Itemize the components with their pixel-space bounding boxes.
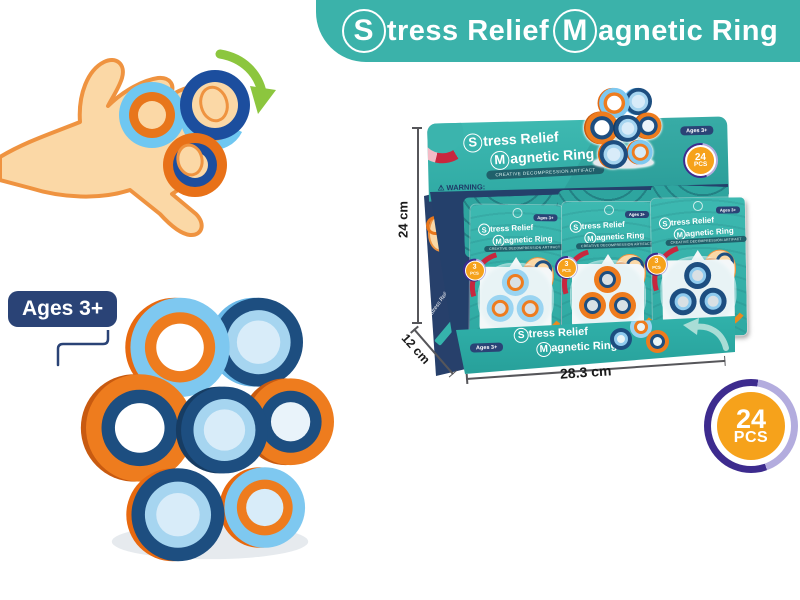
pcs-unit: PCS bbox=[562, 267, 571, 273]
height-dimension-label: 24 cm bbox=[395, 201, 411, 238]
packed-ring bbox=[594, 266, 621, 293]
box-top-rings-cluster bbox=[583, 87, 662, 169]
circled-initial-s: S bbox=[341, 9, 386, 53]
curved-arrow-icon bbox=[683, 318, 729, 351]
title-word2: agnetic Ring bbox=[598, 14, 779, 47]
height-dimension-line bbox=[417, 128, 419, 323]
ring-blue-orange bbox=[119, 82, 185, 148]
circled-initial-s: S bbox=[658, 216, 672, 230]
callout-bracket bbox=[56, 330, 110, 367]
card-title-word1: tress Relief bbox=[489, 222, 534, 234]
title-word1: tress Relief bbox=[386, 14, 550, 47]
box-title-word1: tress Relief bbox=[482, 128, 560, 149]
pcs-unit: PCS bbox=[470, 270, 479, 276]
blister-tip bbox=[601, 254, 615, 265]
pcs-unit: PCS bbox=[693, 160, 708, 169]
ages-badge: Ages 3+ bbox=[8, 291, 118, 327]
packed-ring bbox=[609, 292, 636, 319]
front-ages-badge: Ages 3+ bbox=[469, 342, 504, 353]
spin-arrow-icon bbox=[215, 49, 276, 114]
packed-ring bbox=[486, 294, 514, 322]
hand-spinning-rings-illustration bbox=[0, 49, 276, 238]
dimension-tick bbox=[412, 322, 422, 324]
ring-orange-navy bbox=[163, 133, 227, 197]
hang-hole-icon bbox=[512, 207, 523, 219]
depth-dimension-label: 12 cm bbox=[398, 331, 433, 367]
packed-ring bbox=[501, 268, 530, 297]
pcs-unit: PCS bbox=[652, 264, 661, 270]
page-title: S tress Relief M agnetic Ring bbox=[338, 9, 778, 53]
front-title-word2: agnetic Ring bbox=[551, 339, 618, 355]
card-title-word2: agnetic Ring bbox=[504, 234, 553, 246]
circled-initial-s: S bbox=[513, 327, 530, 344]
width-dimension-label: 28.3 cm bbox=[559, 362, 612, 382]
circled-initial-s: S bbox=[569, 220, 583, 234]
big-pcs-badge: 24 PCS bbox=[704, 379, 798, 473]
packed-ring bbox=[516, 295, 544, 323]
front-ring-blue bbox=[630, 316, 652, 338]
card-title-word1: tress Relief bbox=[581, 219, 626, 231]
circled-initial-m: M bbox=[536, 341, 552, 358]
card-ages-badge: Ages 3+ bbox=[624, 211, 649, 218]
circled-initial-m: M bbox=[553, 9, 598, 53]
title-banner: S tress Relief M agnetic Ring bbox=[316, 0, 800, 62]
dimension-tick bbox=[412, 127, 422, 129]
pcs-count: 24 bbox=[735, 403, 767, 434]
circled-initial-m: M bbox=[489, 150, 510, 171]
hang-hole-icon bbox=[692, 200, 704, 212]
packed-ring bbox=[579, 292, 606, 319]
magnetic-rings-cluster bbox=[80, 297, 334, 562]
warning-triangle-icon: ⚠ bbox=[437, 183, 445, 193]
pcs-count: 3 bbox=[564, 261, 569, 269]
front-ring-navy bbox=[610, 328, 632, 350]
box-ages-badge: Ages 3+ bbox=[679, 125, 714, 136]
pcs-unit: PCS bbox=[733, 428, 769, 446]
hang-hole-icon bbox=[604, 205, 614, 215]
front-ring-orange bbox=[646, 330, 669, 353]
front-title-word1: tress Relief bbox=[528, 325, 589, 341]
circled-initial-s: S bbox=[477, 223, 491, 236]
ring-navy bbox=[180, 70, 250, 140]
circled-initial-s: S bbox=[462, 132, 483, 154]
